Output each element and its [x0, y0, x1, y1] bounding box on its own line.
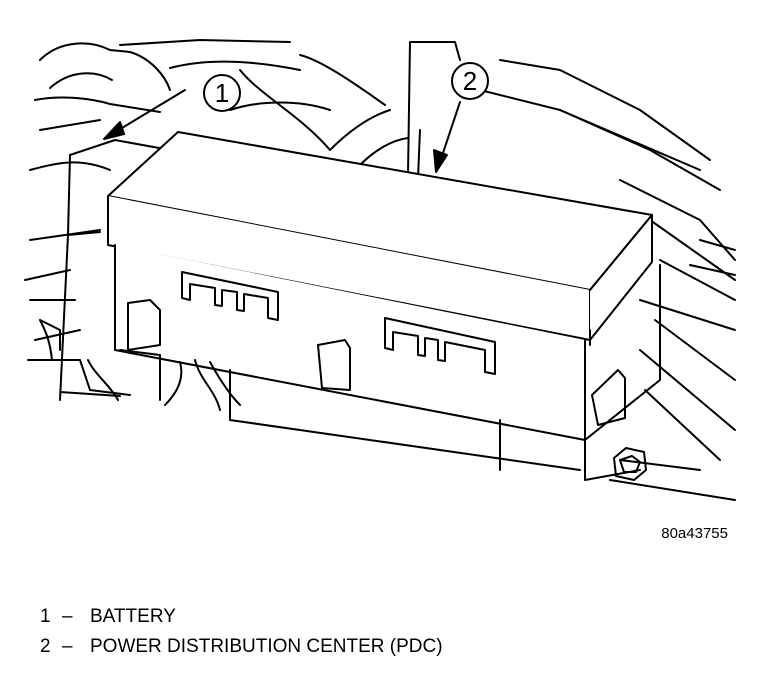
callout-2: 2: [433, 62, 489, 173]
callout-2-number: 2: [463, 66, 477, 96]
legend-number: 1: [40, 606, 51, 627]
legend-label: POWER DISTRIBUTION CENTER (PDC): [90, 636, 443, 657]
mounting-bolt: [613, 447, 647, 481]
callout-1: 1: [103, 74, 241, 140]
legend-separator: –: [62, 606, 73, 627]
figure-id: 80a43755: [661, 525, 728, 542]
legend-separator: –: [62, 636, 73, 657]
pdc-box: [39, 131, 661, 481]
legend-number: 2: [40, 636, 51, 657]
legend-label: BATTERY: [90, 606, 176, 627]
battery-shape: [59, 139, 171, 401]
callout-1-number: 1: [215, 78, 229, 108]
legend-item: 1–BATTERY: [40, 602, 443, 632]
background-linework: [24, 39, 736, 501]
legend-item: 2–POWER DISTRIBUTION CENTER (PDC): [40, 632, 443, 662]
legend: 1–BATTERY 2–POWER DISTRIBUTION CENTER (P…: [40, 602, 443, 662]
